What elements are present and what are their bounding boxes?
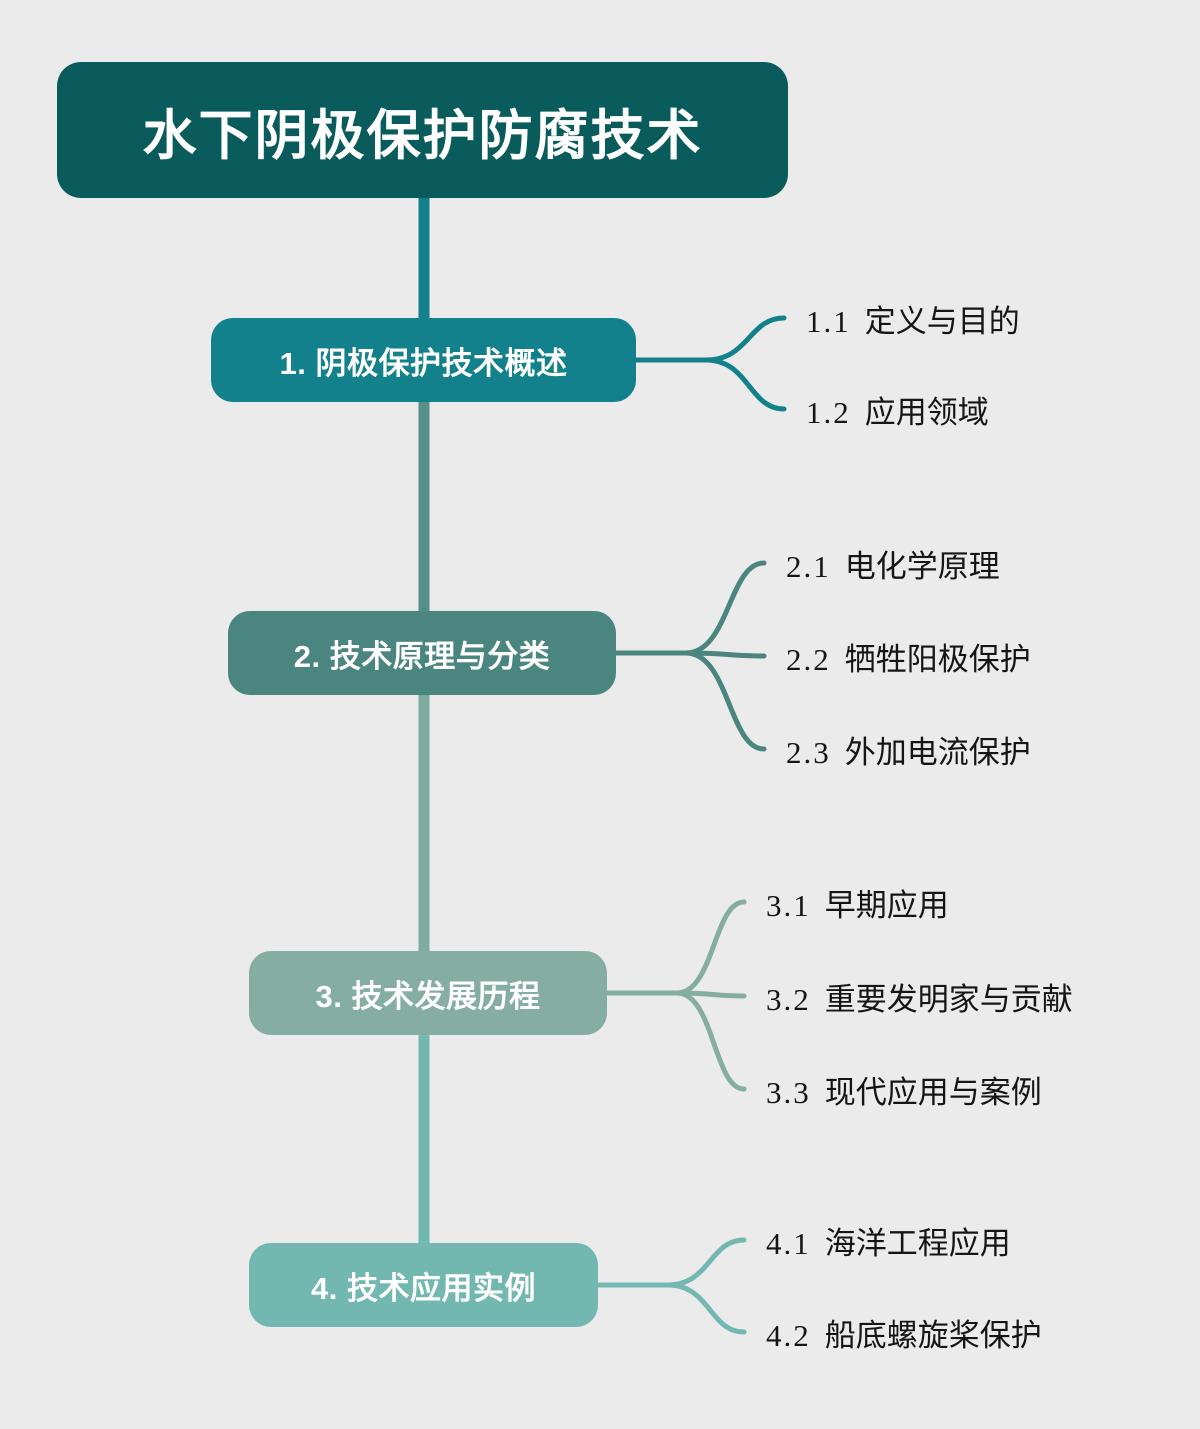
leaf-node-1-1-label: 定义与目的 bbox=[864, 304, 1020, 339]
leaf-node-3-3-number: 3.3 bbox=[766, 1075, 811, 1110]
leaf-node-3-2-number: 3.2 bbox=[766, 982, 811, 1017]
branch-node-1[interactable]: 1. 阴极保护技术概述 bbox=[211, 318, 636, 402]
root-node[interactable]: 水下阴极保护防腐技术 bbox=[57, 62, 788, 198]
leaf-node-3-3-label: 现代应用与案例 bbox=[824, 1075, 1042, 1110]
branch-node-3[interactable]: 3. 技术发展历程 bbox=[249, 951, 607, 1035]
leaf-node-2-3[interactable]: 2.3 外加电流保护 bbox=[786, 727, 1031, 772]
leaf-node-3-1-label: 早期应用 bbox=[824, 888, 949, 923]
leaf-node-2-2-label: 牺牲阳极保护 bbox=[844, 642, 1031, 677]
leaf-node-2-2[interactable]: 2.2 牺牲阳极保护 bbox=[786, 634, 1031, 679]
leaf-node-2-1-label: 电化学原理 bbox=[844, 549, 1000, 584]
branch-node-3-label: 3. 技术发展历程 bbox=[315, 978, 541, 1014]
leaf-node-3-1[interactable]: 3.1 早期应用 bbox=[766, 880, 949, 925]
leaf-node-2-1[interactable]: 2.1 电化学原理 bbox=[786, 541, 1000, 586]
branch-node-4[interactable]: 4. 技术应用实例 bbox=[249, 1243, 598, 1327]
leaf-node-4-1[interactable]: 4.1 海洋工程应用 bbox=[766, 1218, 1011, 1263]
root-node-label: 水下阴极保护防腐技术 bbox=[142, 105, 703, 166]
leaf-node-4-1-label: 海洋工程应用 bbox=[824, 1226, 1011, 1261]
leaf-node-1-2-label: 应用领域 bbox=[864, 395, 989, 430]
leaf-node-1-1-number: 1.1 bbox=[806, 304, 851, 339]
leaf-node-2-3-number: 2.3 bbox=[786, 735, 831, 770]
branch-node-2-label: 2. 技术原理与分类 bbox=[293, 638, 551, 674]
leaf-node-2-1-number: 2.1 bbox=[786, 549, 831, 584]
branch-node-1-label: 1. 阴极保护技术概述 bbox=[279, 345, 568, 381]
branch-node-4-label: 4. 技术应用实例 bbox=[311, 1270, 536, 1306]
leaf-node-4-2-label: 船底螺旋桨保护 bbox=[824, 1318, 1042, 1353]
leaf-node-1-1[interactable]: 1.1 定义与目的 bbox=[806, 296, 1020, 341]
leaf-node-4-2-number: 4.2 bbox=[766, 1318, 811, 1353]
branch-node-2[interactable]: 2. 技术原理与分类 bbox=[228, 611, 616, 695]
leaf-node-4-2[interactable]: 4.2 船底螺旋桨保护 bbox=[766, 1310, 1042, 1355]
leaf-node-2-3-label: 外加电流保护 bbox=[844, 735, 1031, 770]
leaf-node-2-2-number: 2.2 bbox=[786, 642, 831, 677]
leaf-node-1-2[interactable]: 1.2 应用领域 bbox=[806, 387, 989, 432]
leaf-node-3-2[interactable]: 3.2 重要发明家与贡献 bbox=[766, 974, 1073, 1019]
leaf-node-3-3[interactable]: 3.3 现代应用与案例 bbox=[766, 1067, 1042, 1112]
leaf-node-4-1-number: 4.1 bbox=[766, 1226, 811, 1261]
leaf-node-1-2-number: 1.2 bbox=[806, 395, 851, 430]
leaf-node-3-2-label: 重要发明家与贡献 bbox=[824, 982, 1073, 1017]
leaf-node-3-1-number: 3.1 bbox=[766, 888, 811, 923]
